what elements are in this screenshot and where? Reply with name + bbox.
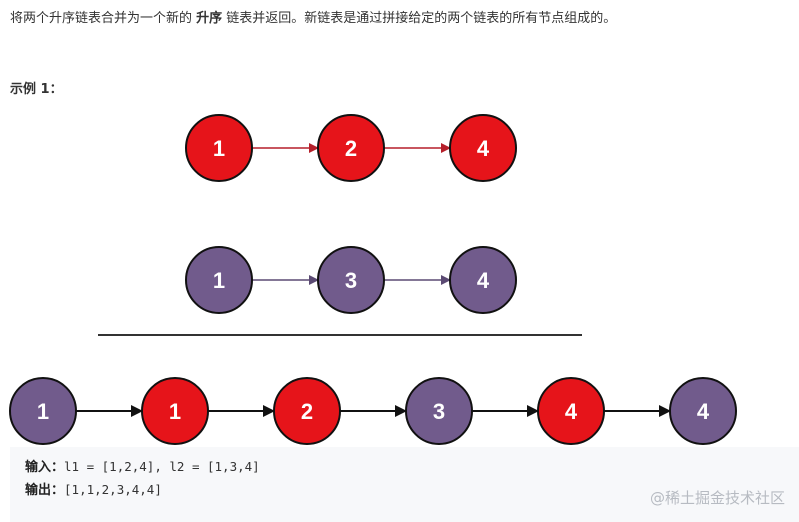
list1-node-0-circle <box>185 114 253 182</box>
merged-node-2-circle <box>273 377 341 445</box>
description-text-after: 链表并返回。新链表是通过拼接给定的两个链表的所有节点组成的。 <box>222 11 617 26</box>
list2-node-2-value: 4 <box>477 268 490 293</box>
description-emphasis: 升序 <box>196 11 223 26</box>
merged-node-2-value: 2 <box>301 399 313 424</box>
list2-node-0-value: 1 <box>213 268 225 293</box>
list2-node-1-circle <box>317 246 385 314</box>
merged-node-5-circle <box>669 377 737 445</box>
output-label: 输出： <box>25 483 65 498</box>
merged-node-4-circle <box>537 377 605 445</box>
list2-node-0-circle <box>185 246 253 314</box>
list1-node-2-value: 4 <box>477 136 490 161</box>
description-text-before: 将两个升序链表合并为一个新的 <box>10 11 197 26</box>
problem-description: 将两个升序链表合并为一个新的 升序 链表并返回。新链表是通过拼接给定的两个链表的… <box>10 10 616 28</box>
merged-node-1-value: 1 <box>169 399 181 424</box>
input-value: l1 = [1,2,4], l2 = [1,3,4] <box>64 459 260 474</box>
merged-node-4-value: 4 <box>565 399 578 424</box>
watermark: @稀土掘金技术社区 <box>649 489 785 507</box>
example-io-block: 输入：l1 = [1,2,4], l2 = [1,3,4] 输出：[1,1,2,… <box>10 447 799 522</box>
list1-node-1-circle <box>317 114 385 182</box>
list2-node-1-value: 3 <box>345 268 357 293</box>
merged-node-5-value: 4 <box>697 399 710 424</box>
merged-node-0-value: 1 <box>37 399 49 424</box>
list2-node-2-circle <box>449 246 517 314</box>
input-line: 输入：l1 = [1,2,4], l2 = [1,3,4] <box>25 458 260 477</box>
merged-node-3-value: 3 <box>433 399 445 424</box>
output-value: [1,1,2,3,4,4] <box>64 482 162 497</box>
input-label: 输入： <box>25 460 65 475</box>
list1-node-2-circle <box>449 114 517 182</box>
list1-node-1-value: 2 <box>345 136 357 161</box>
list1-node-0-value: 1 <box>213 136 225 161</box>
merged-node-1-circle <box>141 377 209 445</box>
merged-node-3-circle <box>405 377 473 445</box>
example-title: 示例 1： <box>10 82 63 97</box>
linked-list-diagram: 1 2 4 1 3 4 1 1 2 3 4 4 <box>9 114 737 445</box>
output-line: 输出：[1,1,2,3,4,4] <box>25 481 162 500</box>
merged-node-0-circle <box>9 377 77 445</box>
